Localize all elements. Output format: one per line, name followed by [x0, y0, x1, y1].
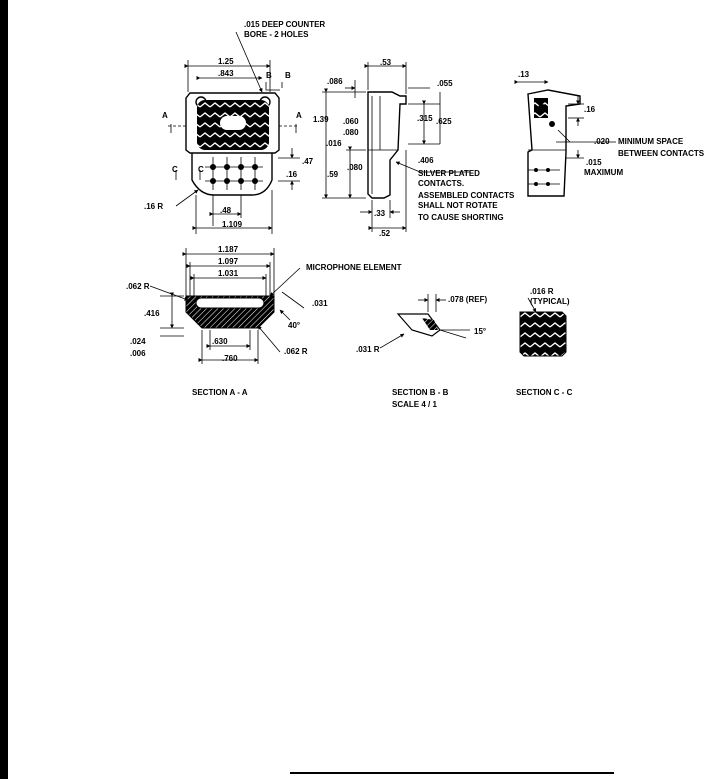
dim-1-187: 1.187 — [218, 245, 239, 254]
dim-016r-typical: (TYPICAL) — [530, 297, 570, 306]
dim-406: .406 — [418, 156, 434, 165]
dim-031: .031 — [312, 299, 328, 308]
min-space-line1: MINIMUM SPACE — [618, 137, 684, 146]
dim-055: .055 — [437, 79, 453, 88]
counter-bore-note-line1: .015 DEEP COUNTER — [244, 20, 325, 29]
dim-078-ref: .078 (REF) — [448, 295, 487, 304]
dim-843: .843 — [218, 69, 234, 78]
dim-020: .020 — [594, 137, 610, 146]
min-space-line2: BETWEEN CONTACTS — [618, 149, 705, 158]
dim-40deg: 40° — [288, 321, 300, 330]
dim-16: .16 — [286, 170, 298, 179]
dim-416: .416 — [144, 309, 160, 318]
silver-note-line4: SHALL NOT ROTATE — [418, 201, 498, 210]
dim-52: .52 — [379, 229, 391, 238]
dim-1-109: 1.109 — [222, 220, 243, 229]
section-c-c — [519, 297, 567, 357]
silver-note-line5: TO CAUSE SHORTING — [418, 213, 504, 222]
dim-1-031: 1.031 — [218, 269, 239, 278]
footer-rule — [290, 772, 614, 774]
section-c-marker-inner: C — [198, 165, 204, 174]
dim-625: .625 — [436, 117, 452, 126]
silver-note-line2: CONTACTS. — [418, 179, 464, 188]
dim-315: .315 — [417, 114, 433, 123]
silver-note-line1: SILVER PLATED — [418, 169, 480, 178]
dim-right-16: .16 — [584, 105, 596, 114]
right-side-view — [514, 80, 616, 197]
section-b-b-scale: SCALE 4 / 1 — [392, 400, 437, 409]
section-a-a-caption: SECTION A - A — [192, 388, 248, 397]
dim-1-097: 1.097 — [218, 257, 239, 266]
dim-16r: .16 R — [144, 202, 163, 211]
section-a-marker-right: A — [296, 111, 302, 120]
dim-080-lower: .080 — [347, 163, 363, 172]
contact-grid — [205, 157, 263, 190]
dim-1-25: 1.25 — [218, 57, 234, 66]
section-c-marker-left: C — [172, 165, 178, 174]
dim-062r-left: .062 R — [126, 282, 150, 291]
dim-024: .024 — [130, 337, 146, 346]
counter-bore-note-line2: BORE - 2 HOLES — [244, 30, 309, 39]
dim-59: .59 — [327, 170, 339, 179]
dim-53: .53 — [380, 58, 392, 67]
section-b-marker-right: B — [285, 71, 291, 80]
section-c-c-caption: SECTION C - C — [516, 388, 573, 397]
dim-33: .33 — [374, 209, 386, 218]
dim-060: .060 — [343, 117, 359, 126]
dim-1-39: 1.39 — [313, 115, 329, 124]
dim-016: .016 — [326, 139, 342, 148]
microphone-element-label: MICROPHONE ELEMENT — [306, 263, 402, 272]
section-b-b-caption: SECTION B - B — [392, 388, 449, 397]
dim-47: .47 — [302, 157, 314, 166]
dim-15deg: 15° — [474, 327, 486, 336]
dim-760: .760 — [222, 354, 238, 363]
silver-note-line3: ASSEMBLED CONTACTS — [418, 191, 515, 200]
page-edge-bar — [0, 0, 8, 779]
dim-016r: .016 R — [530, 287, 554, 296]
dim-630: .630 — [212, 337, 228, 346]
dim-086: .086 — [327, 77, 343, 86]
dim-48: .48 — [220, 206, 232, 215]
section-a-marker-left: A — [162, 111, 168, 120]
dim-031r: .031 R — [356, 345, 380, 354]
dim-015: .015 — [586, 158, 602, 167]
dim-080-upper: .080 — [343, 128, 359, 137]
dim-006: .006 — [130, 349, 146, 358]
section-b-marker-left: B — [266, 71, 272, 80]
side-view — [322, 62, 470, 232]
section-a-a — [149, 248, 305, 364]
dimension-labels: .015 DEEP COUNTER BORE - 2 HOLES 1.25 .8… — [126, 20, 705, 409]
section-b-b — [379, 294, 470, 349]
maximum-label: MAXIMUM — [584, 168, 623, 177]
front-view — [168, 31, 300, 234]
dim-062r-right: .062 R — [284, 347, 308, 356]
dim-13: .13 — [518, 70, 530, 79]
